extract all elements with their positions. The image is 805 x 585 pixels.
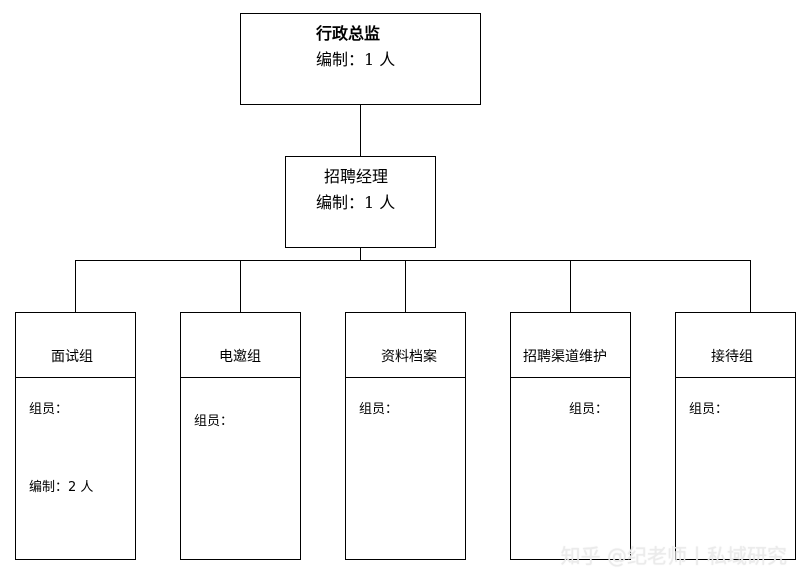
group-members-label: 组员： xyxy=(569,402,609,417)
group-members-label: 组员： xyxy=(689,402,729,417)
connector-group-2 xyxy=(240,260,241,312)
connector-group-3 xyxy=(405,260,406,312)
node-group-interview: 面试组 组员： 编制：2 人 xyxy=(15,312,136,560)
connector-group-1 xyxy=(75,260,76,312)
node-quota: 编制：1 人 xyxy=(316,193,396,212)
node-recruitment-manager: 招聘经理 编制：1 人 xyxy=(285,156,436,248)
connector-top-to-manager xyxy=(360,104,361,156)
node-group-reception: 接待组 组员： xyxy=(675,312,796,560)
group-members-label: 组员： xyxy=(29,402,69,417)
node-group-records: 资料档案 组员： xyxy=(345,312,466,560)
node-administrative-director: 行政总监 编制：1 人 xyxy=(240,13,481,105)
node-group-channel-maintenance: 招聘渠道维护 组员： xyxy=(510,312,631,560)
node-title: 行政总监 xyxy=(316,24,381,43)
group-divider xyxy=(346,377,465,378)
connector-group-4 xyxy=(570,260,571,312)
group-name: 资料档案 xyxy=(381,349,437,365)
connector-group-5 xyxy=(750,260,751,312)
group-members-label: 组员： xyxy=(359,402,399,417)
group-name: 招聘渠道维护 xyxy=(523,349,607,365)
watermark-text: 知乎 @纪老师丨私域研究 xyxy=(560,544,787,568)
group-divider xyxy=(676,377,795,378)
group-divider xyxy=(511,377,630,378)
node-quota: 编制：1 人 xyxy=(316,50,396,69)
group-name: 电邀组 xyxy=(219,349,261,365)
group-members-label: 组员： xyxy=(194,414,234,429)
group-divider xyxy=(16,377,135,378)
group-name: 接待组 xyxy=(711,349,753,365)
group-quota: 编制：2 人 xyxy=(29,480,94,495)
node-group-phone-invite: 电邀组 组员： xyxy=(180,312,301,560)
node-title: 招聘经理 xyxy=(324,167,389,186)
connector-horizontal-bus xyxy=(75,260,751,261)
connector-manager-down xyxy=(360,247,361,260)
group-divider xyxy=(181,377,300,378)
group-name: 面试组 xyxy=(51,349,93,365)
